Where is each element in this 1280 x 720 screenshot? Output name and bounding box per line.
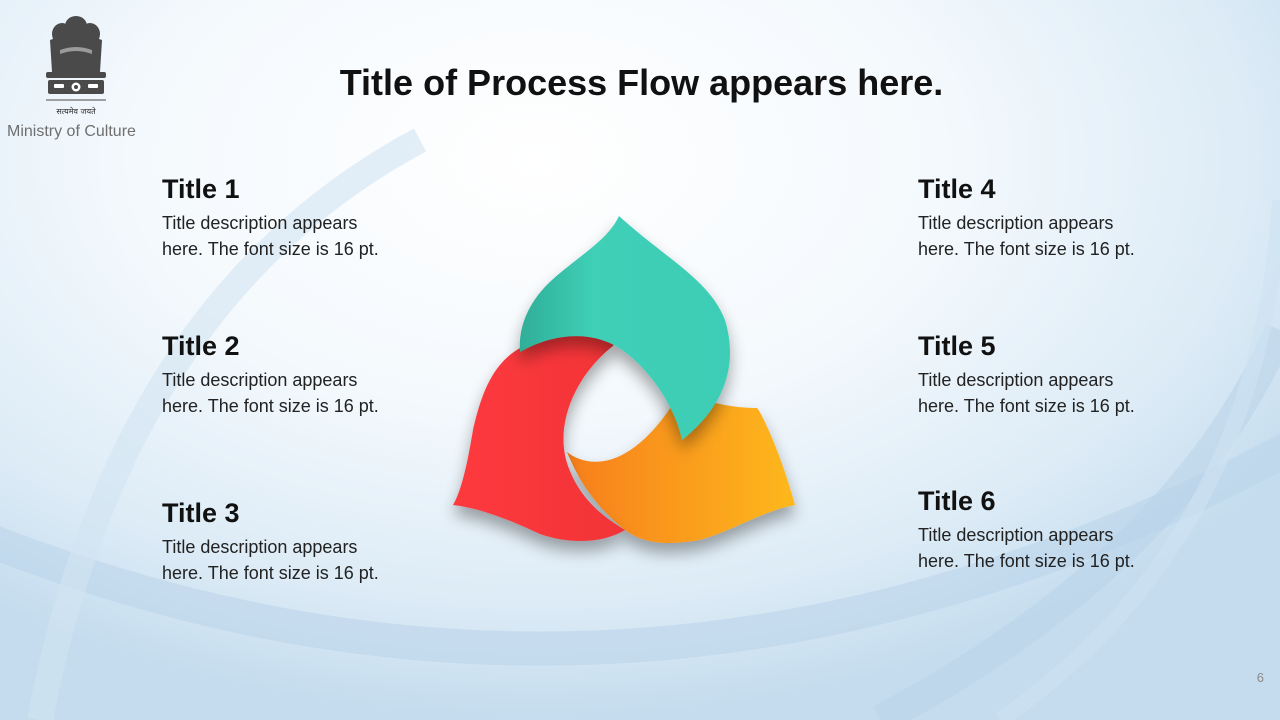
petal-top (519, 216, 731, 440)
process-item-6: Title 6 Title description appears here. … (918, 484, 1158, 574)
ministry-name: Ministry of Culture (7, 123, 136, 140)
item-description: Title description appears here. The font… (162, 213, 379, 259)
item-description: Title description appears here. The font… (918, 525, 1135, 571)
item-title: Title 6 (918, 486, 996, 516)
item-title: Title 4 (918, 174, 996, 204)
page-number: 6 (1256, 670, 1264, 685)
process-item-1: Title 1 Title description appears here. … (162, 172, 402, 262)
three-petal-process-diagram (453, 216, 795, 543)
slide-title: Title of Process Flow appears here. (339, 62, 944, 103)
process-item-2: Title 2 Title description appears here. … (162, 329, 402, 419)
emblem-motto: सत्यमेव जयते (56, 106, 96, 116)
item-title: Title 5 (918, 331, 996, 361)
item-description: Title description appears here. The font… (918, 213, 1135, 259)
item-title: Title 2 (162, 331, 240, 361)
national-emblem-logo: सत्यमेव जयते (46, 16, 106, 116)
item-title: Title 3 (162, 498, 240, 528)
item-title: Title 1 (162, 174, 240, 204)
item-description: Title description appears here. The font… (162, 370, 379, 416)
item-description: Title description appears here. The font… (162, 537, 379, 583)
item-description: Title description appears here. The font… (918, 370, 1135, 416)
process-item-3: Title 3 Title description appears here. … (162, 496, 402, 586)
petal-right (567, 391, 795, 543)
process-item-5: Title 5 Title description appears here. … (918, 329, 1158, 419)
process-item-4: Title 4 Title description appears here. … (918, 172, 1158, 262)
petal-left (453, 334, 625, 542)
